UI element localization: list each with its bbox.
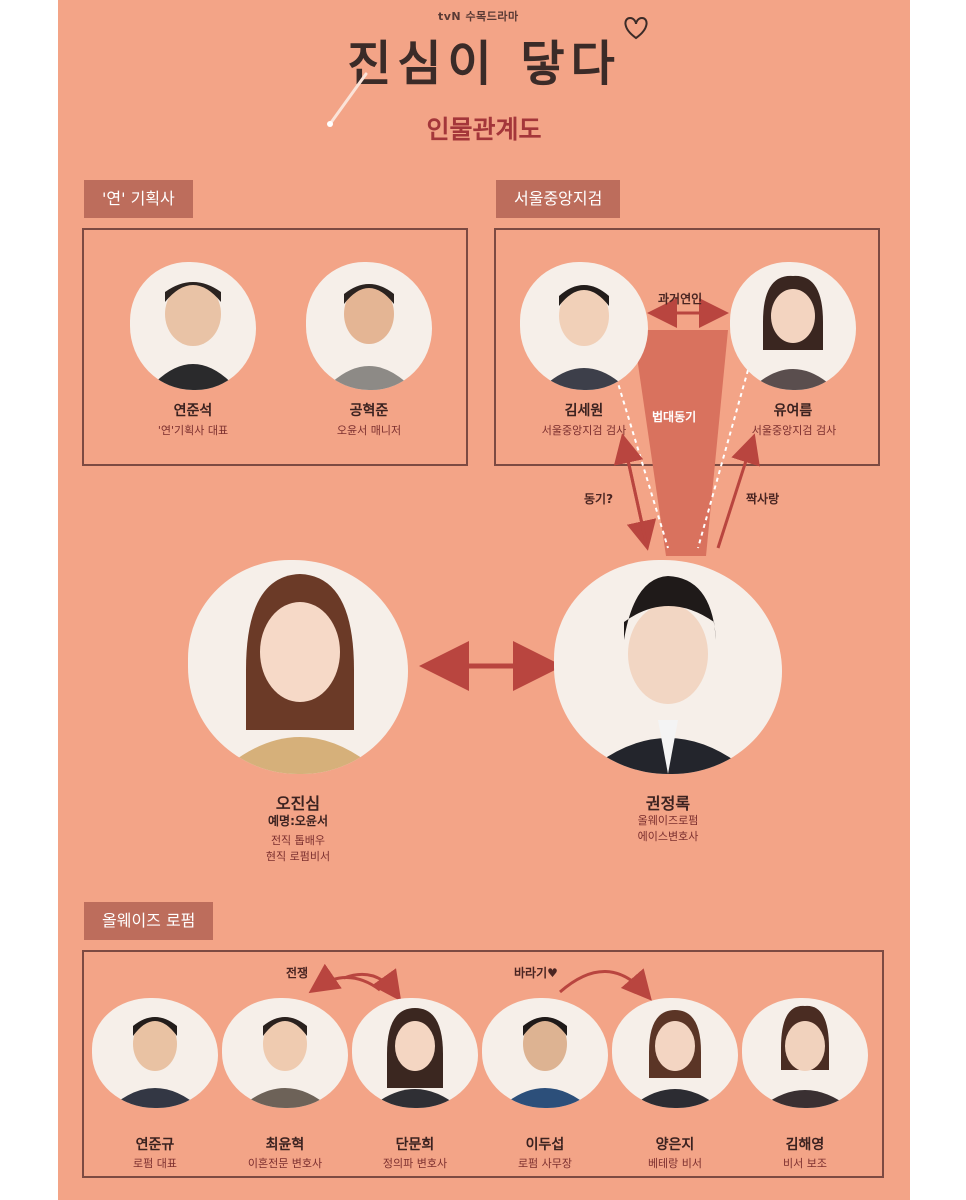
role-lee-dusub: 로펌 사무장 — [517, 1157, 573, 1170]
name-kwon-jeongrok: 권정록 — [645, 794, 691, 813]
photo-yeon-junseok — [130, 262, 256, 390]
role-kim-sewon: 서울중앙지검 검사 — [541, 424, 627, 437]
rivalry-arrow-left — [308, 963, 381, 994]
classmate-q-arrow-up — [613, 433, 648, 543]
classmates-dotted-right — [697, 369, 749, 549]
role1-oh-jinsim: 전직 톱배우 — [270, 834, 326, 847]
role-yeon-jungyu: 로펌 대표 — [133, 1157, 177, 1170]
name-yeon-jungyu: 연준규 — [135, 1137, 175, 1153]
role-yu-yeoreum: 서울중앙지검 검사 — [751, 424, 837, 437]
classmates-label: 법대동기 — [652, 410, 697, 424]
rivalry-label: 전쟁 — [286, 966, 309, 980]
role-yang-eunji: 베테랑 비서 — [647, 1157, 703, 1170]
lawfirm-group-box — [82, 950, 884, 1178]
photo-lee-dusub — [482, 998, 608, 1108]
classmates-dotted-left — [613, 369, 669, 549]
ex-lovers-label: 과거연인 — [658, 292, 703, 306]
name-choi-yunhyuk: 최윤혁 — [265, 1137, 305, 1153]
name-yang-eunji: 양은지 — [655, 1137, 695, 1153]
name-oh-jinsim: 오진심 — [275, 794, 321, 813]
lawfirm-group-tab: 올웨이즈 로펌 — [84, 902, 214, 940]
role-yeon-junseok: '연'기획사 대표 — [157, 424, 229, 437]
role-gong-hyukjun: 오윤서 매니저 — [336, 424, 402, 437]
classmates-funnel — [633, 330, 728, 556]
name-yeon-junseok: 연준석 — [173, 403, 213, 419]
name-dan-munhui: 단문희 — [395, 1137, 435, 1153]
channel-brand: tvN 수목드라마 — [438, 10, 519, 23]
shooting-star-icon — [327, 72, 368, 127]
rivalry-arrow-right — [343, 968, 402, 1002]
name-yu-yeoreum: 유여름 — [773, 403, 813, 419]
photo-kim-sewon — [520, 262, 648, 390]
photo-kim-haeyoung — [742, 998, 868, 1108]
longing-arrow — [559, 968, 652, 1001]
role-choi-yunhyuk: 이혼전문 변호사 — [247, 1157, 323, 1170]
photo-yang-eunji — [612, 998, 738, 1108]
name-gong-hyukjun: 공혁준 — [349, 403, 389, 419]
relationship-chart-subtitle: 인물관계도 — [426, 115, 542, 144]
crush-label: 짝사랑 — [746, 492, 780, 506]
photo-dan-munhui — [352, 998, 478, 1108]
name-lee-dusub: 이두섭 — [525, 1137, 565, 1153]
longing-label: 바라기♥ — [514, 966, 558, 980]
photo-gong-hyukjun — [306, 262, 432, 390]
role-dan-munhui: 정의파 변호사 — [382, 1157, 448, 1170]
poster: tvN 수목드라마 진심이 닿다 인물관계도 '연' 기획사 서울중앙지검 올웨… — [58, 0, 910, 1200]
role2-kwon-jeongrok: 에이스변호사 — [637, 830, 699, 843]
classmate-q-label: 동기? — [584, 492, 614, 506]
name-kim-sewon: 김세원 — [564, 403, 604, 419]
photo-oh-jinsim — [188, 560, 408, 774]
relationship-lines — [308, 298, 760, 1002]
agency-group-box — [82, 228, 468, 466]
stage-name-oh-jinsim: 예명:오윤서 — [268, 814, 328, 828]
photo-choi-yunhyuk — [222, 998, 348, 1108]
agency-group-tab: '연' 기획사 — [84, 180, 193, 218]
heart-doodle-icon — [624, 16, 648, 40]
drama-title: 진심이 닿다 — [347, 36, 621, 92]
name-kim-haeyoung: 김해영 — [785, 1137, 825, 1153]
prosecution-group-tab: 서울중앙지검 — [496, 180, 621, 218]
role1-kwon-jeongrok: 올웨이즈로펌 — [637, 814, 699, 827]
role2-oh-jinsim: 현직 로펌비서 — [265, 850, 331, 863]
photo-yeon-jungyu — [92, 998, 218, 1108]
crush-arrow — [716, 433, 760, 549]
role-kim-haeyoung: 비서 보조 — [783, 1157, 827, 1170]
photo-yu-yeoreum — [730, 262, 856, 390]
photo-kwon-jeongrok — [554, 560, 782, 774]
